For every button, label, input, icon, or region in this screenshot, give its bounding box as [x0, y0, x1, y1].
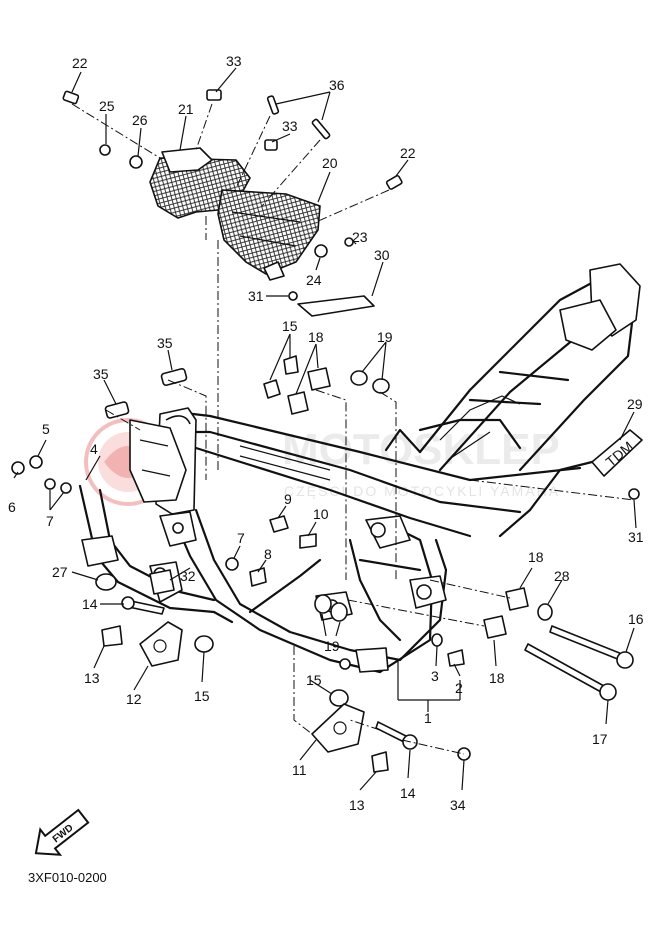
callout-32: 32 [180, 568, 196, 584]
callout-12: 12 [126, 691, 142, 707]
callout-18: 18 [308, 329, 324, 345]
callout-8: 8 [264, 546, 272, 562]
diagram-code: 3XF010-0200 [28, 870, 107, 885]
callout-labels: 22 33 36 25 21 26 33 20 22 23 30 24 31 1… [8, 53, 644, 813]
callout-2: 2 [455, 680, 463, 696]
callout-21: 21 [178, 101, 194, 117]
callout-7: 7 [46, 513, 54, 529]
callout-13: 13 [84, 670, 100, 686]
callout-3: 3 [431, 668, 439, 684]
callout-19: 19 [377, 329, 393, 345]
fwd-arrow-icon: FWD [34, 808, 90, 856]
callout-20: 20 [322, 155, 338, 171]
callout-10: 10 [313, 506, 329, 522]
callout-34: 34 [450, 797, 466, 813]
callout-33: 33 [226, 53, 242, 69]
callout-1: 1 [424, 710, 432, 726]
callout-24: 24 [306, 272, 322, 288]
callout-11: 11 [292, 762, 307, 778]
callout-30: 30 [374, 247, 390, 263]
callout-14: 14 [82, 596, 98, 612]
callout-28: 28 [554, 568, 570, 584]
callout-35: 35 [157, 335, 173, 351]
watermark-subtext: CZĘŚCI DO MOTOCYKLI YAMAHA [284, 482, 560, 499]
callout-31: 31 [248, 288, 264, 304]
callout-36: 36 [329, 77, 345, 93]
callout-22: 22 [72, 55, 88, 71]
callout-13: 13 [349, 797, 365, 813]
callout-16: 16 [628, 611, 644, 627]
callout-35: 35 [93, 366, 109, 382]
callout-25: 25 [99, 98, 115, 114]
callout-31: 31 [628, 529, 644, 545]
callout-29: 29 [627, 396, 643, 412]
callout-17: 17 [592, 731, 608, 747]
headlight-bracket-assembly [149, 147, 321, 281]
grommets-fasteners: TDM [11, 291, 643, 773]
callout-23: 23 [352, 229, 368, 245]
callout-15: 15 [282, 318, 298, 334]
callout-22: 22 [400, 145, 416, 161]
callout-5: 5 [42, 421, 50, 437]
callout-27: 27 [52, 564, 68, 580]
callout-18: 18 [489, 670, 505, 686]
callout-14: 14 [400, 785, 416, 801]
upper-leaders [71, 67, 409, 470]
callout-6: 6 [8, 499, 16, 515]
callout-4: 4 [90, 441, 98, 457]
callout-15: 15 [306, 672, 322, 688]
callout-26: 26 [132, 112, 148, 128]
callout-33: 33 [282, 118, 298, 134]
lower-leaders [13, 333, 637, 791]
callout-9: 9 [284, 491, 292, 507]
callout-18: 18 [528, 549, 544, 565]
callout-15: 15 [194, 688, 210, 704]
frame-main [78, 263, 641, 674]
callout-19: 19 [324, 638, 340, 654]
callout-7: 7 [237, 530, 245, 546]
